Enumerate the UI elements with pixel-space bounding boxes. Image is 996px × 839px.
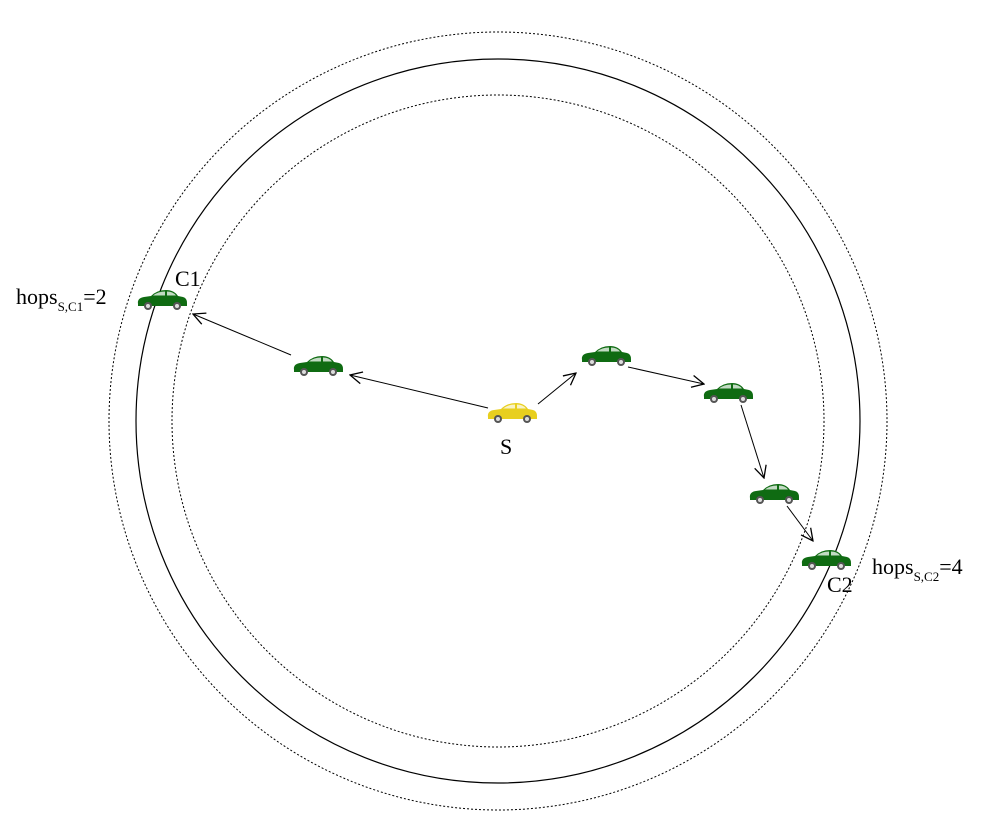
hops-c1-base: hops: [16, 284, 58, 309]
hop-arrow-s-to-n2: [537, 373, 576, 405]
range-circle: [135, 58, 861, 784]
hop-arrow-n3-to-n4: [740, 404, 764, 478]
outer-dotted-circle: [108, 31, 888, 811]
hop-arrow-n4-to-c2: [786, 505, 813, 541]
hops-c2-label: hopsS,C2=4: [872, 554, 963, 584]
hops-c1-label: hopsS,C1=2: [16, 284, 107, 314]
hops-c1-value: =2: [83, 284, 106, 309]
hops-c2-base: hops: [872, 554, 914, 579]
car-icon: [703, 383, 753, 403]
c1-label: C1: [175, 266, 201, 291]
hop-arrow-n2-to-n3: [627, 366, 704, 384]
hop-arrow-s-to-n1: [350, 375, 489, 409]
car-icon: [581, 346, 631, 366]
car-icon: [749, 484, 799, 504]
inner-dotted-circle: [171, 94, 825, 748]
hops-c2-value: =4: [939, 554, 962, 579]
car-icon: [487, 403, 537, 423]
source-label: S: [500, 434, 512, 459]
hop-arrow-n1-to-c1: [193, 314, 292, 356]
car-icon: [801, 550, 851, 570]
hops-c1-subscript: S,C1: [58, 299, 84, 314]
c2-label: C2: [827, 572, 853, 597]
car-icon: [293, 356, 343, 376]
hops-c2-subscript: S,C2: [914, 569, 940, 584]
car-icon: [137, 290, 187, 310]
